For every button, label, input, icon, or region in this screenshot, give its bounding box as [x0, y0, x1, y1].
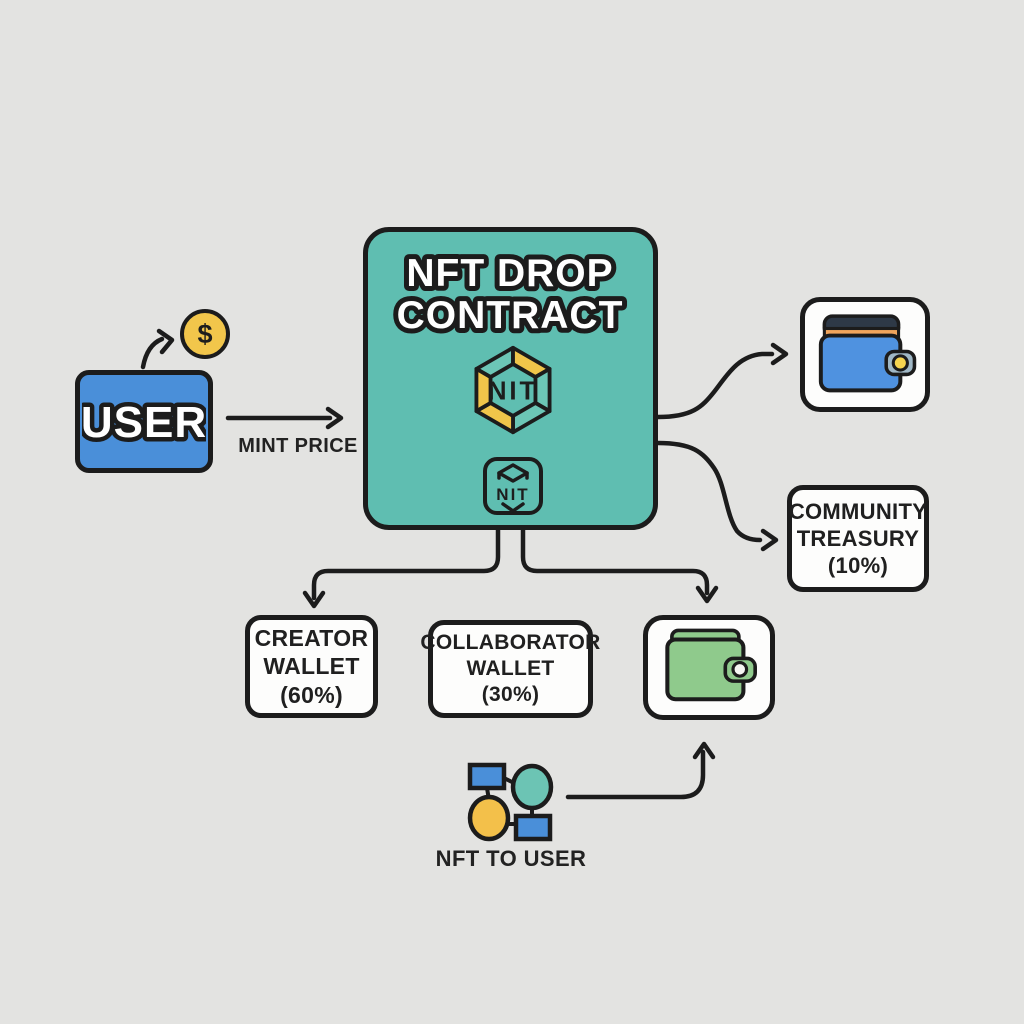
nft-graph-icon — [467, 762, 554, 842]
arrowhead-contract-to-creator — [302, 590, 326, 609]
creator-line3: (60%) — [280, 681, 343, 708]
contract-title-svg: NFT DROP CONTRACT — [392, 247, 628, 342]
dollar-symbol: $ — [197, 318, 213, 349]
cluster-rect-top — [467, 762, 507, 791]
dollar-coin-icon: $ — [180, 309, 230, 359]
arrow-contract-to-blue-wallet — [655, 351, 775, 420]
contract-title-line2: CONTRACT — [397, 294, 624, 337]
community-treasury-node: COMMUNITY TREASURY (10%) — [787, 485, 929, 592]
treasury-line2: TREASURY — [796, 525, 920, 551]
package-badge-text: NIT — [496, 485, 529, 504]
collaborator-line1: COLLABORATOR — [420, 630, 601, 654]
contract-title-line1: NFT DROP — [406, 252, 613, 295]
hexagon-badge-text: NIT — [488, 378, 538, 406]
arrow-user-to-coin — [140, 336, 165, 370]
arrowhead-nft-to-user — [692, 741, 716, 760]
creator-line2: WALLET — [263, 653, 360, 680]
nft-to-user-label: NFT TO USER — [435, 846, 587, 871]
user-label-svg: USER — [82, 393, 206, 451]
nft-hexagon-icon: NIT — [474, 345, 552, 435]
arrow-contract-to-green-wallet — [520, 527, 710, 596]
arrow-nft-to-user — [565, 749, 706, 800]
user-label: USER — [82, 398, 206, 447]
blue-wallet-icon — [818, 313, 917, 392]
user-wallet-node — [643, 615, 775, 720]
arrow-contract-to-treasury — [655, 440, 763, 543]
user-node: USER — [75, 370, 213, 473]
arrowhead-contract-to-treasury — [760, 528, 779, 552]
collaborator-line3: (30%) — [481, 683, 540, 707]
mint-price-label: MINT PRICE — [238, 435, 358, 457]
nft-package-icon: NIT — [483, 457, 543, 515]
payout-wallet-node — [800, 297, 930, 412]
treasury-line3: (10%) — [827, 553, 889, 579]
nft-drop-contract-node: NFT DROP CONTRACT NIT NIT — [363, 227, 658, 530]
arrow-contract-to-creator — [311, 527, 501, 601]
creator-wallet-node: CREATOR WALLET (60%) — [245, 615, 378, 718]
cluster-circle-teal — [510, 763, 554, 811]
arrowhead-user-to-coin — [156, 328, 175, 355]
collaborator-wallet-node: COLLABORATOR WALLET (30%) — [420, 620, 600, 718]
treasury-line1: COMMUNITY — [788, 498, 928, 524]
cluster-rect-bottom — [513, 813, 553, 842]
collaborator-line2: WALLET — [466, 656, 555, 680]
creator-line1: CREATOR — [254, 624, 369, 651]
green-wallet-icon — [665, 628, 757, 701]
arrowhead-mint-price — [325, 406, 344, 430]
arrowhead-contract-to-green-wallet — [695, 585, 719, 604]
arrowhead-contract-to-blue-wallet — [770, 342, 789, 366]
cluster-circle-yellow — [467, 794, 511, 842]
